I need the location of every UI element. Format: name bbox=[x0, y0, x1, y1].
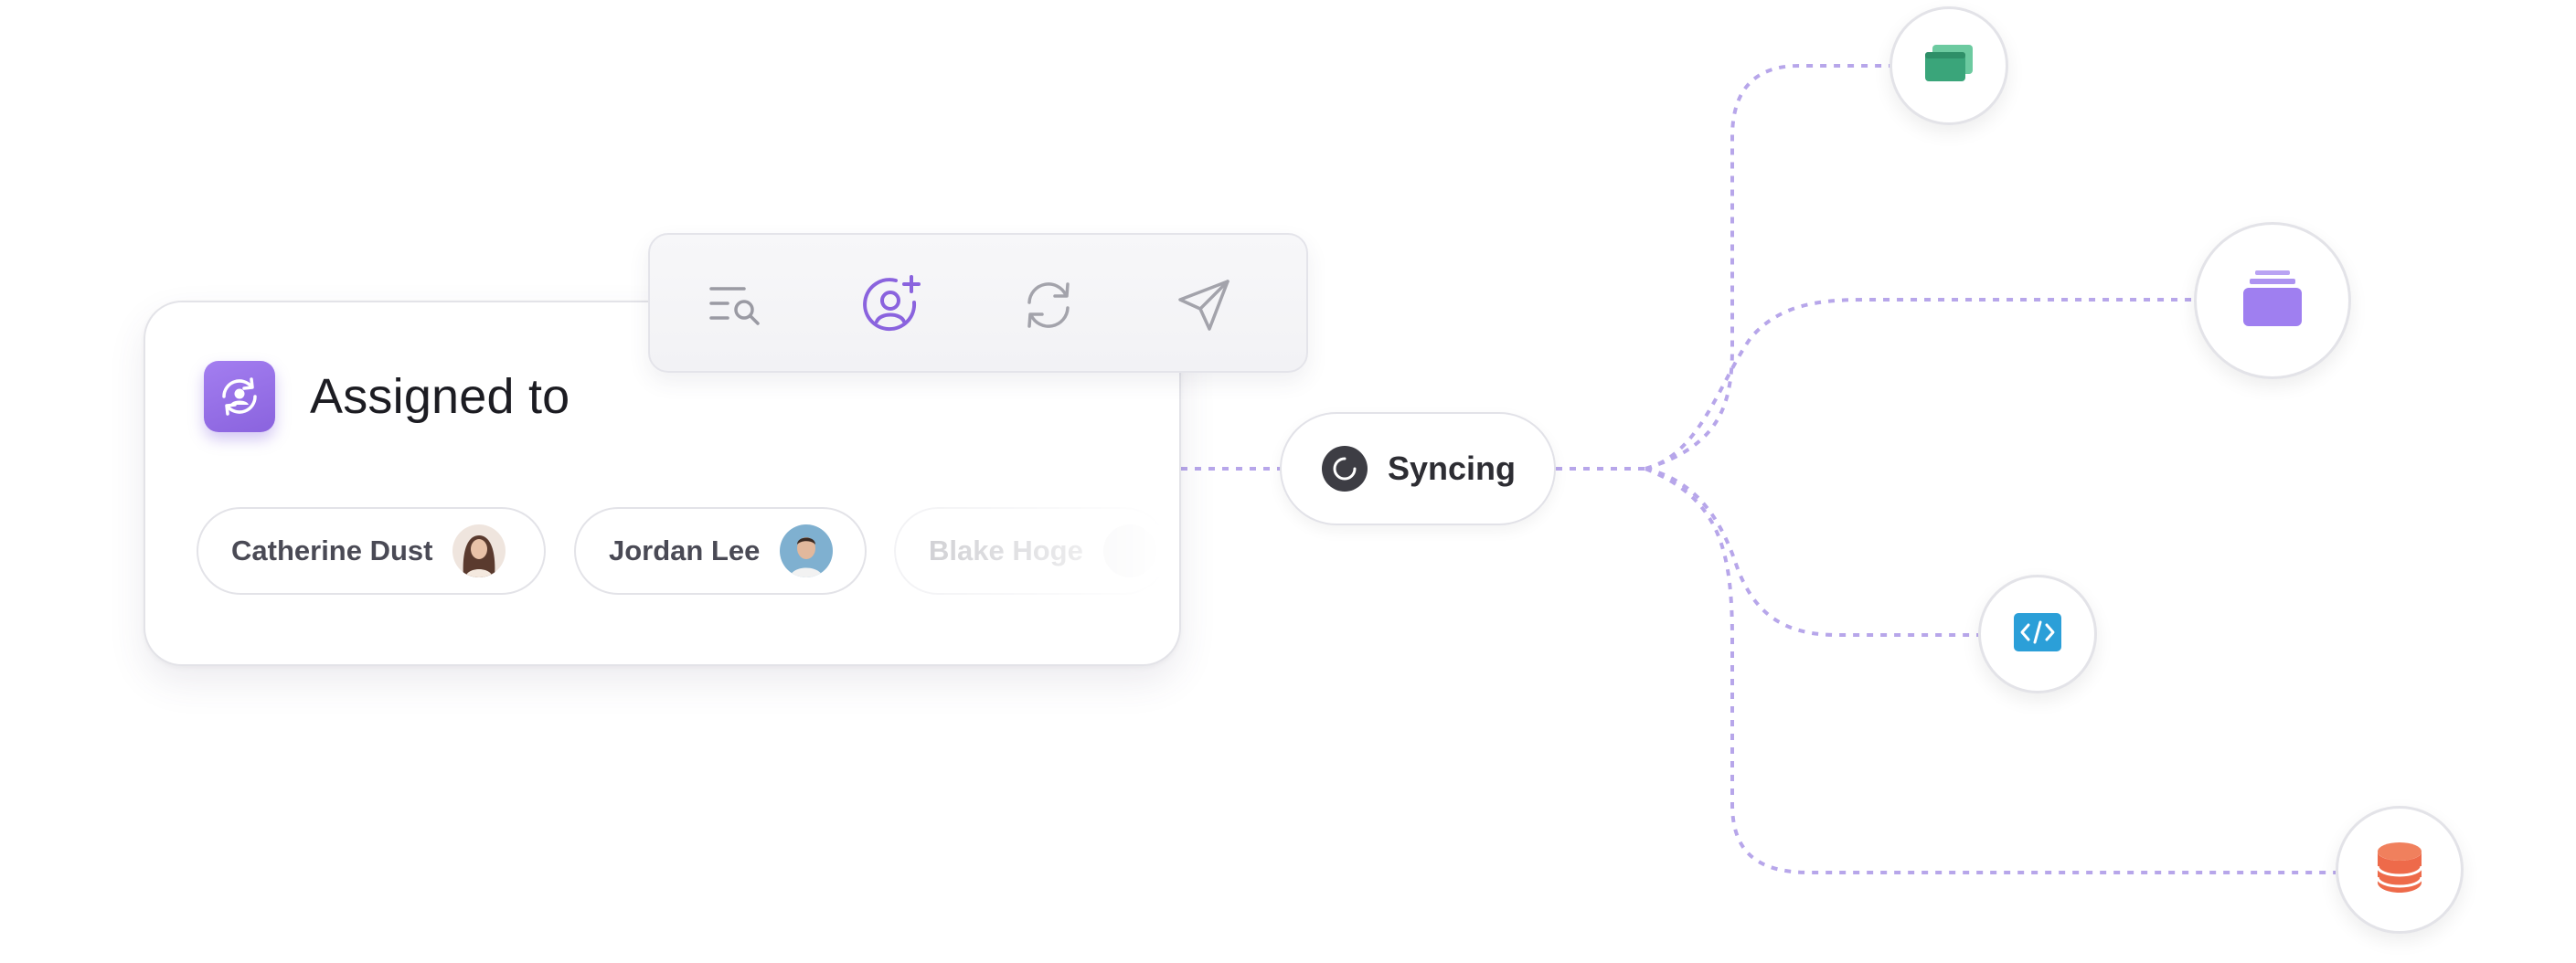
assignee-name: Blake Hoge bbox=[929, 534, 1083, 566]
refresh-icon[interactable] bbox=[1012, 269, 1085, 342]
spinner-icon bbox=[1322, 446, 1368, 492]
branch-line-4 bbox=[1645, 467, 2336, 874]
add-user-icon[interactable] bbox=[857, 269, 930, 342]
windows-icon bbox=[1922, 43, 1975, 90]
assignee-chip[interactable]: Jordan Lee bbox=[574, 507, 867, 595]
integration-node-windows[interactable] bbox=[1889, 6, 2008, 125]
stack-icon bbox=[2241, 269, 2305, 333]
database-icon bbox=[2375, 841, 2424, 900]
male-avatar bbox=[780, 524, 834, 577]
sync-status-pill: Syncing bbox=[1280, 412, 1556, 525]
sync-status-label: Syncing bbox=[1388, 450, 1517, 487]
action-toolbar bbox=[648, 233, 1308, 373]
branch-line-1 bbox=[1645, 64, 1892, 471]
send-icon[interactable] bbox=[1167, 269, 1240, 342]
integration-node-stack[interactable] bbox=[2194, 222, 2351, 379]
integration-node-code[interactable] bbox=[1978, 575, 2097, 693]
assignee-chip[interactable]: Blake Hoge bbox=[894, 507, 1168, 595]
code-icon bbox=[2013, 612, 2062, 657]
assignee-name: Jordan Lee bbox=[609, 534, 761, 566]
branch-line-3 bbox=[1645, 467, 1981, 637]
assignee-chip[interactable]: Catherine Dust bbox=[197, 507, 546, 595]
list-search-icon[interactable] bbox=[701, 269, 774, 342]
sync-user-icon bbox=[204, 361, 275, 432]
card-title: Assigned to bbox=[310, 369, 570, 424]
faded-avatar bbox=[1102, 524, 1156, 577]
assignee-name: Catherine Dust bbox=[231, 534, 433, 566]
integration-node-database[interactable] bbox=[2336, 806, 2464, 934]
branch-line-2 bbox=[1645, 298, 2196, 471]
female-avatar bbox=[452, 524, 506, 577]
